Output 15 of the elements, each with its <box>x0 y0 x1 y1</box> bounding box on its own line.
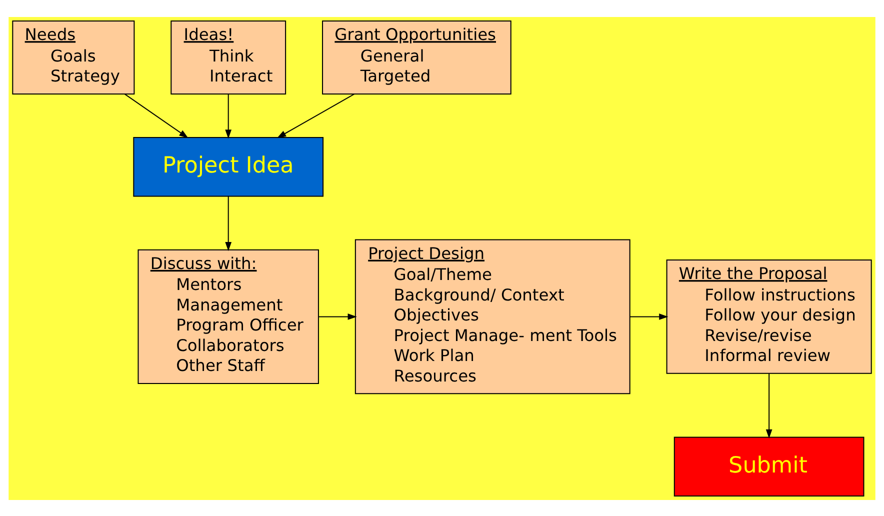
arrow <box>766 373 772 438</box>
arrow <box>225 93 232 138</box>
node-box: Needs Goals Strategy <box>12 20 135 94</box>
arrow <box>276 93 355 138</box>
arrow <box>124 93 188 138</box>
node-box: Submit <box>674 436 864 496</box>
node-box: Project Design Goal/Theme Background/ Context Objectives Project Manage- ment Tools Work Plan Resources <box>354 238 630 394</box>
node-box: Write the Proposal Follow instructions Follow your design Revise/revise Informal review <box>666 259 872 374</box>
node-box: Discuss with: Mentors Management Program Officer Collaborators Other Staff <box>138 248 319 384</box>
arrow <box>318 313 357 320</box>
node-box: Project Idea <box>133 136 324 196</box>
node-box: Grant Opportunities General Targeted <box>322 20 512 94</box>
arrow <box>630 313 668 320</box>
node-box: Ideas! Think Interact <box>170 20 286 94</box>
arrow <box>225 196 232 251</box>
